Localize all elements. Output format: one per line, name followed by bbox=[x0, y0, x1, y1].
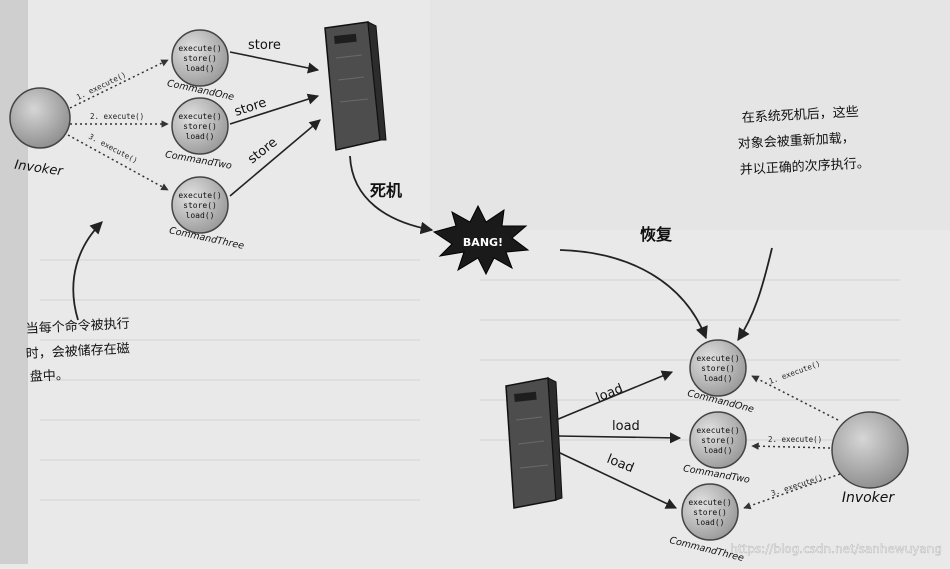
note-top-line-1: 当每个命令被执行 bbox=[25, 316, 130, 337]
method-bottom-two-execute: execute() bbox=[696, 426, 739, 435]
execute-arrow-bottom-1 bbox=[751, 375, 839, 421]
execute-arrow-top-3 bbox=[67, 134, 169, 191]
store-arrow-2 bbox=[229, 93, 320, 125]
store-arrow-3 bbox=[229, 119, 321, 197]
recover-label: 恢复 bbox=[640, 225, 673, 244]
invoker-bottom-label: Invoker bbox=[842, 490, 896, 506]
method-bottom-one-execute: execute() bbox=[696, 354, 739, 363]
crash-arrow bbox=[349, 155, 434, 235]
load-label-2: load bbox=[612, 419, 640, 434]
method-top-one-store: store() bbox=[183, 54, 217, 63]
faded-page-block bbox=[430, 0, 950, 230]
call-label-top-2: 2. execute() bbox=[90, 112, 144, 121]
method-top-one-execute: execute() bbox=[178, 44, 221, 53]
server-top bbox=[324, 21, 387, 151]
method-top-two-execute: execute() bbox=[178, 112, 221, 121]
call-label-bottom-2: 2. execute() bbox=[768, 435, 822, 444]
crash-label: 死机 bbox=[370, 181, 402, 200]
store-label-1: store bbox=[248, 38, 281, 53]
method-top-three-load: load() bbox=[186, 211, 215, 220]
note-top-line-2: 时，会被储存在磁 bbox=[25, 342, 130, 362]
method-top-one-load: load() bbox=[186, 64, 215, 73]
note-bottom-arrow bbox=[737, 247, 773, 342]
command-ball-top-two: execute() store() load() CommandTwo bbox=[164, 97, 233, 172]
note-bottom-annotation: 在系统死机后，这些 对象会被重新加载， 并以正确的次序执行。 bbox=[737, 104, 870, 178]
faded-background-lines bbox=[40, 259, 900, 501]
execute-arrows-top bbox=[67, 59, 169, 191]
method-bottom-three-store: store() bbox=[693, 508, 727, 517]
store-arrows bbox=[229, 51, 321, 197]
method-top-three-execute: execute() bbox=[178, 191, 221, 200]
invoker-top-label: Invoker bbox=[13, 158, 65, 180]
method-top-three-store: store() bbox=[183, 201, 217, 210]
book-spine-shadow bbox=[0, 0, 28, 564]
watermark: https://blog.csdn.net/sanhewuyang bbox=[730, 542, 942, 556]
execute-arrow-top-1 bbox=[69, 59, 169, 109]
method-bottom-one-store: store() bbox=[701, 364, 735, 373]
load-arrow-3 bbox=[557, 451, 678, 509]
method-bottom-two-load: load() bbox=[704, 446, 733, 455]
method-bottom-one-load: load() bbox=[704, 374, 733, 383]
load-arrows bbox=[555, 370, 682, 509]
note-top-annotation: 当每个命令被执行 时，会被储存在磁 盘中。 bbox=[25, 316, 130, 385]
execute-arrow-bottom-3 bbox=[743, 473, 841, 510]
method-bottom-two-store: store() bbox=[701, 436, 735, 445]
command-ball-top-three: execute() store() load() CommandThree bbox=[168, 176, 245, 252]
execute-arrows-bottom bbox=[743, 375, 841, 510]
note-bottom-line-3: 并以正确的次序执行。 bbox=[739, 155, 870, 178]
bang-label: BANG! bbox=[463, 236, 503, 249]
recover-arrow bbox=[559, 249, 708, 340]
store-arrow-1 bbox=[229, 51, 320, 74]
note-top-arrow bbox=[72, 221, 103, 321]
method-top-two-load: load() bbox=[186, 132, 215, 141]
bang-burst: BANG! bbox=[432, 204, 530, 276]
load-arrow-2 bbox=[557, 432, 682, 444]
execute-arrow-bottom-2 bbox=[751, 442, 831, 450]
method-bottom-three-execute: execute() bbox=[688, 498, 731, 507]
invoker-top: Invoker bbox=[9, 87, 71, 180]
load-arrow-1 bbox=[555, 370, 674, 421]
invoker-bottom: Invoker bbox=[831, 411, 909, 506]
method-bottom-three-load: load() bbox=[696, 518, 725, 527]
note-top-line-3: 盘中。 bbox=[29, 367, 69, 385]
server-bottom bbox=[505, 377, 563, 509]
method-top-two-store: store() bbox=[183, 122, 217, 131]
note-bottom-line-1: 在系统死机后，这些 bbox=[741, 104, 859, 126]
note-bottom-line-2: 对象会被重新加载， bbox=[737, 130, 855, 152]
